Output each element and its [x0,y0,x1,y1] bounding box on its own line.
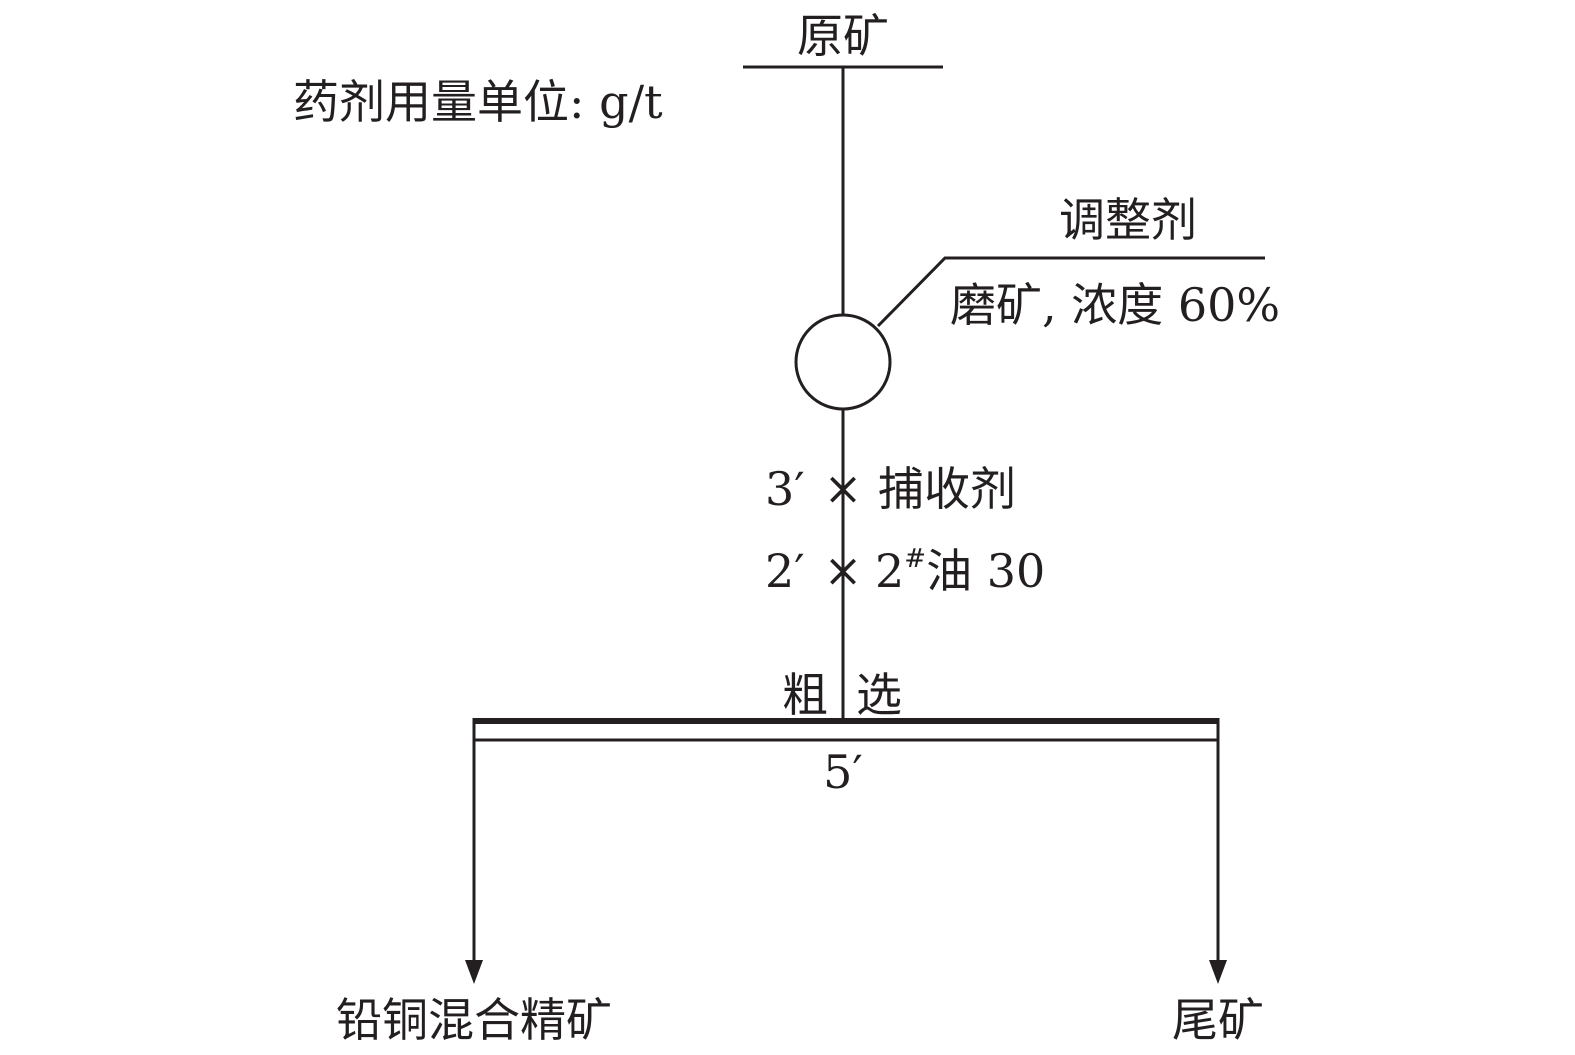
tailings-label: 尾矿 [1172,993,1264,1047]
rougher-label-right: 选 [856,668,902,722]
conditioning-tank [794,313,892,411]
rougher-label-left: 粗 [782,668,828,722]
feed-label: 原矿 [797,9,889,63]
unit-note: 药剂用量单位: g/t [293,75,663,129]
collector-time: 3′ [765,462,805,516]
frother-time: 2′ [765,544,805,598]
concentrate-arrowhead [465,960,483,984]
conditioning-reagent-label: 调整剂 [1059,193,1197,247]
concentrate-label: 铅铜混合精矿 [336,993,612,1047]
collector-label: 捕收剂 [878,462,1016,516]
frother-times-sign: × [824,543,863,597]
reagent-leader-line [876,256,1265,328]
rougher-time: 5′ [823,745,863,799]
grinding-condition-label: 磨矿, 浓度 60% [950,278,1280,332]
tailings-arrowhead [1209,960,1227,984]
collector-times-sign: × [824,461,863,515]
frother-label: 2#油 30 [875,544,1045,598]
frother-superscript: # [904,544,926,574]
